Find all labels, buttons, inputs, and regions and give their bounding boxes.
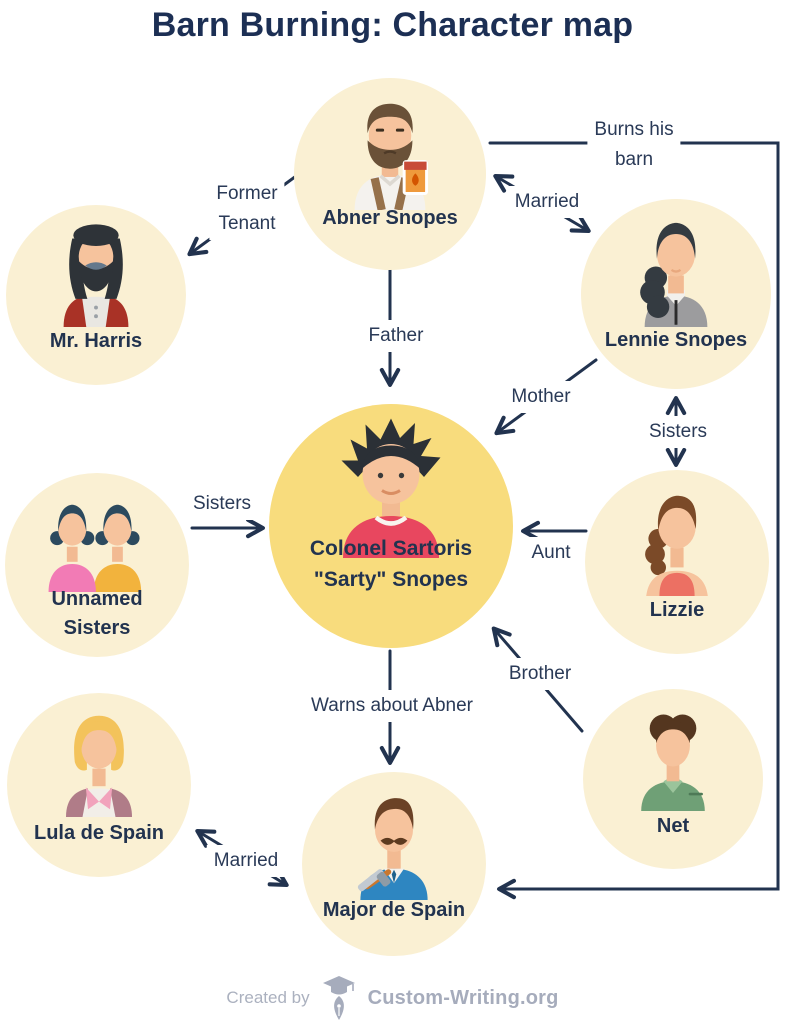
custom-writing-logo-icon [322,976,355,1020]
major-de-spain-label: Major de Spain [322,899,466,921]
edge-label-brother: Brother [501,658,579,690]
node-unnamed-sisters: Unnamed Sisters [5,473,189,657]
edge-label-former-tenant: Former Tenant [209,178,285,240]
edge-label-married-bottom: Married [206,845,286,877]
edge-label-sisters-left: Sisters [185,488,259,520]
node-abner-snopes: Abner Snopes [294,78,486,270]
major-de-spain-avatar-icon [357,798,428,900]
net-avatar-icon [641,714,705,811]
brand-text: Custom-Writing.org [367,986,559,1009]
edge-label-married-top: Married [507,186,587,218]
mr-harris-avatar-icon [63,224,129,327]
unnamed-sisters-avatar-icon [48,504,142,592]
lula-de-spain-avatar-icon [66,715,132,817]
edge-label-mother: Mother [504,381,578,413]
edge-label-sisters-right: Sisters [641,416,715,448]
node-major-de-spain: Major de Spain [302,772,486,956]
node-sarty-snopes: Colonel Sartoris "Sarty" Snopes [269,404,513,648]
created-by-text: Created by [226,988,310,1007]
abner-snopes-label: Abner Snopes [322,207,458,229]
node-lizzie: Lizzie [585,470,769,654]
net-label: Net [656,815,690,837]
edge-label-warns: Warns about Abner [304,690,480,722]
node-mr-harris: Mr. Harris [6,205,186,385]
edge-label-burns-his-barn: Burns his barn [587,114,681,176]
lula-de-spain-label: Lula de Spain [33,822,165,844]
sarty-snopes-label: Colonel Sartoris "Sarty" Snopes [309,537,473,591]
lennie-snopes-label: Lennie Snopes [604,329,748,351]
footer-credit: Created by Custom-Writing.org [0,973,785,1023]
lennie-snopes-avatar-icon [640,222,708,327]
node-lula-de-spain: Lula de Spain [7,693,191,877]
unnamed-sisters-label: Unnamed Sisters [51,588,143,639]
lizzie-label: Lizzie [649,599,705,621]
lizzie-avatar-icon [645,495,708,596]
sarty-snopes-avatar-icon [341,418,441,558]
node-net: Net [583,689,763,869]
edge-label-father: Father [361,320,431,352]
node-lennie-snopes: Lennie Snopes [581,199,771,389]
edge-label-aunt: Aunt [524,537,578,569]
abner-snopes-avatar-icon [354,103,429,210]
page-title: Barn Burning: Character map [151,6,634,44]
mr-harris-label: Mr. Harris [49,330,143,352]
